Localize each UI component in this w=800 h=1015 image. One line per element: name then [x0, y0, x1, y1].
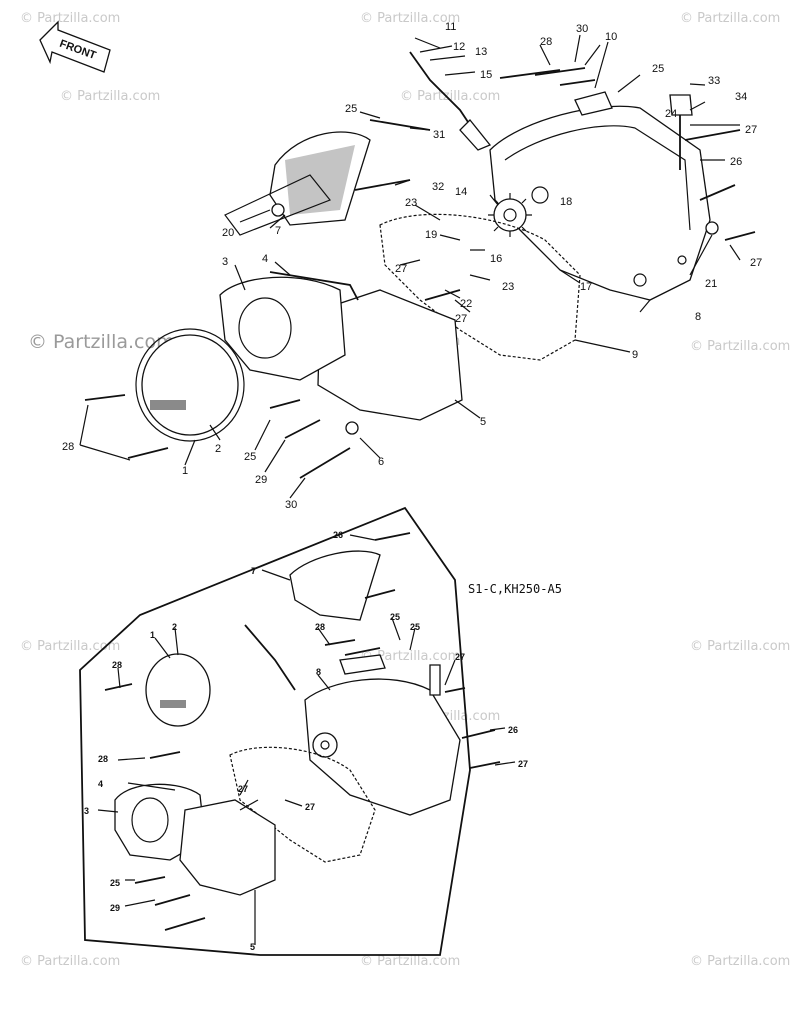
callout-15: 15	[480, 69, 492, 81]
callout-28: 28	[540, 36, 552, 48]
watermark: © Partzilla.com	[360, 11, 460, 26]
inset-callout-28b: 28	[112, 660, 122, 670]
watermark: © Partzilla.com	[690, 339, 790, 354]
callout-10: 10	[605, 31, 617, 43]
callout-27b: 27	[395, 263, 407, 275]
callout-1: 1	[182, 465, 188, 477]
inset-callout-7: 7	[251, 566, 256, 576]
inset-callout-27: 27	[455, 652, 465, 662]
callout-8: 8	[695, 311, 701, 323]
inset-callout-2: 2	[172, 622, 177, 632]
callout-23: 23	[405, 197, 417, 209]
callout-25b: 25	[345, 103, 357, 115]
callout-27c: 27	[455, 313, 467, 325]
watermark: © Partzilla.com	[60, 89, 160, 104]
inset-callout-25: 25	[390, 612, 400, 622]
callout-27: 27	[745, 124, 757, 136]
callout-7: 7	[275, 225, 281, 237]
callout-2: 2	[215, 443, 221, 455]
callout-30: 30	[576, 23, 588, 35]
callout-20: 20	[222, 227, 234, 239]
inset-callout-27b: 27	[238, 784, 248, 794]
callout-13: 13	[475, 46, 487, 58]
upper-exploded-view: 11 12 13 15 28 30 10 25 33 34 24 27 25 3…	[62, 21, 762, 511]
inset-callout-8: 8	[316, 667, 321, 677]
callout-28b: 28	[62, 441, 74, 453]
watermark: © Partzilla.com	[20, 11, 120, 26]
callout-16: 16	[490, 253, 502, 265]
front-arrow-icon: FRONT	[39, 20, 111, 73]
callout-27d: 27	[750, 257, 762, 269]
inset-callout-25c: 25	[110, 878, 120, 888]
inset-callout-3: 3	[84, 806, 89, 816]
watermark-grid: © Partzilla.com © Partzilla.com © Partzi…	[20, 11, 790, 969]
callout-25c: 25	[244, 451, 256, 463]
callout-29: 29	[255, 474, 267, 486]
callout-17: 17	[580, 281, 592, 293]
callout-14: 14	[455, 186, 467, 198]
inset-callout-5: 5	[250, 942, 255, 952]
watermark: © Partzilla.com	[690, 639, 790, 654]
inset-callout-28c: 28	[98, 754, 108, 764]
inset-callout-29: 29	[110, 903, 120, 913]
callout-3: 3	[222, 256, 228, 268]
variant-label: S1-C,KH250-A5	[468, 582, 562, 596]
inset-callout-25b: 25	[410, 622, 420, 632]
watermark: © Partzilla.com	[20, 639, 120, 654]
inset-callout-4: 4	[98, 779, 103, 789]
callout-19: 19	[425, 229, 437, 241]
inset-callout-26b: 26	[508, 725, 518, 735]
inset-callout-28: 28	[315, 622, 325, 632]
callout-34: 34	[735, 91, 747, 103]
watermark: © Partzilla.com	[690, 954, 790, 969]
callout-18: 18	[560, 196, 572, 208]
watermark: © Partzilla.com	[360, 954, 460, 969]
callout-25: 25	[652, 63, 664, 75]
inset-callout-1: 1	[150, 630, 155, 640]
callout-23b: 23	[502, 281, 514, 293]
callout-6: 6	[378, 456, 384, 468]
callout-11: 11	[445, 21, 456, 33]
callout-31: 31	[433, 129, 445, 141]
inset-callout-27d: 27	[518, 759, 528, 769]
callout-9: 9	[632, 349, 638, 361]
callout-5: 5	[480, 416, 486, 428]
callout-30b: 30	[285, 499, 297, 511]
callout-26: 26	[730, 156, 742, 168]
inset-callout-26: 26	[333, 530, 343, 540]
watermark: © Partzilla.com	[360, 649, 460, 664]
callout-12: 12	[453, 41, 465, 53]
watermark: © Partzilla.com	[680, 11, 780, 26]
callout-32: 32	[432, 181, 444, 193]
inset-callout-27c: 27	[305, 802, 315, 812]
watermark: © Partzilla.com	[400, 89, 500, 104]
watermark-main: © Partzilla.com	[28, 331, 175, 353]
lower-inset-view: S1-C,KH250-A5 26 7 28 25 25 1 2 28 27	[79, 506, 562, 956]
callout-21: 21	[705, 278, 717, 290]
callout-4: 4	[262, 253, 268, 265]
callout-22: 22	[460, 298, 472, 310]
callout-33: 33	[708, 75, 720, 87]
watermark: © Partzilla.com	[20, 954, 120, 969]
callout-24: 24	[665, 108, 677, 120]
